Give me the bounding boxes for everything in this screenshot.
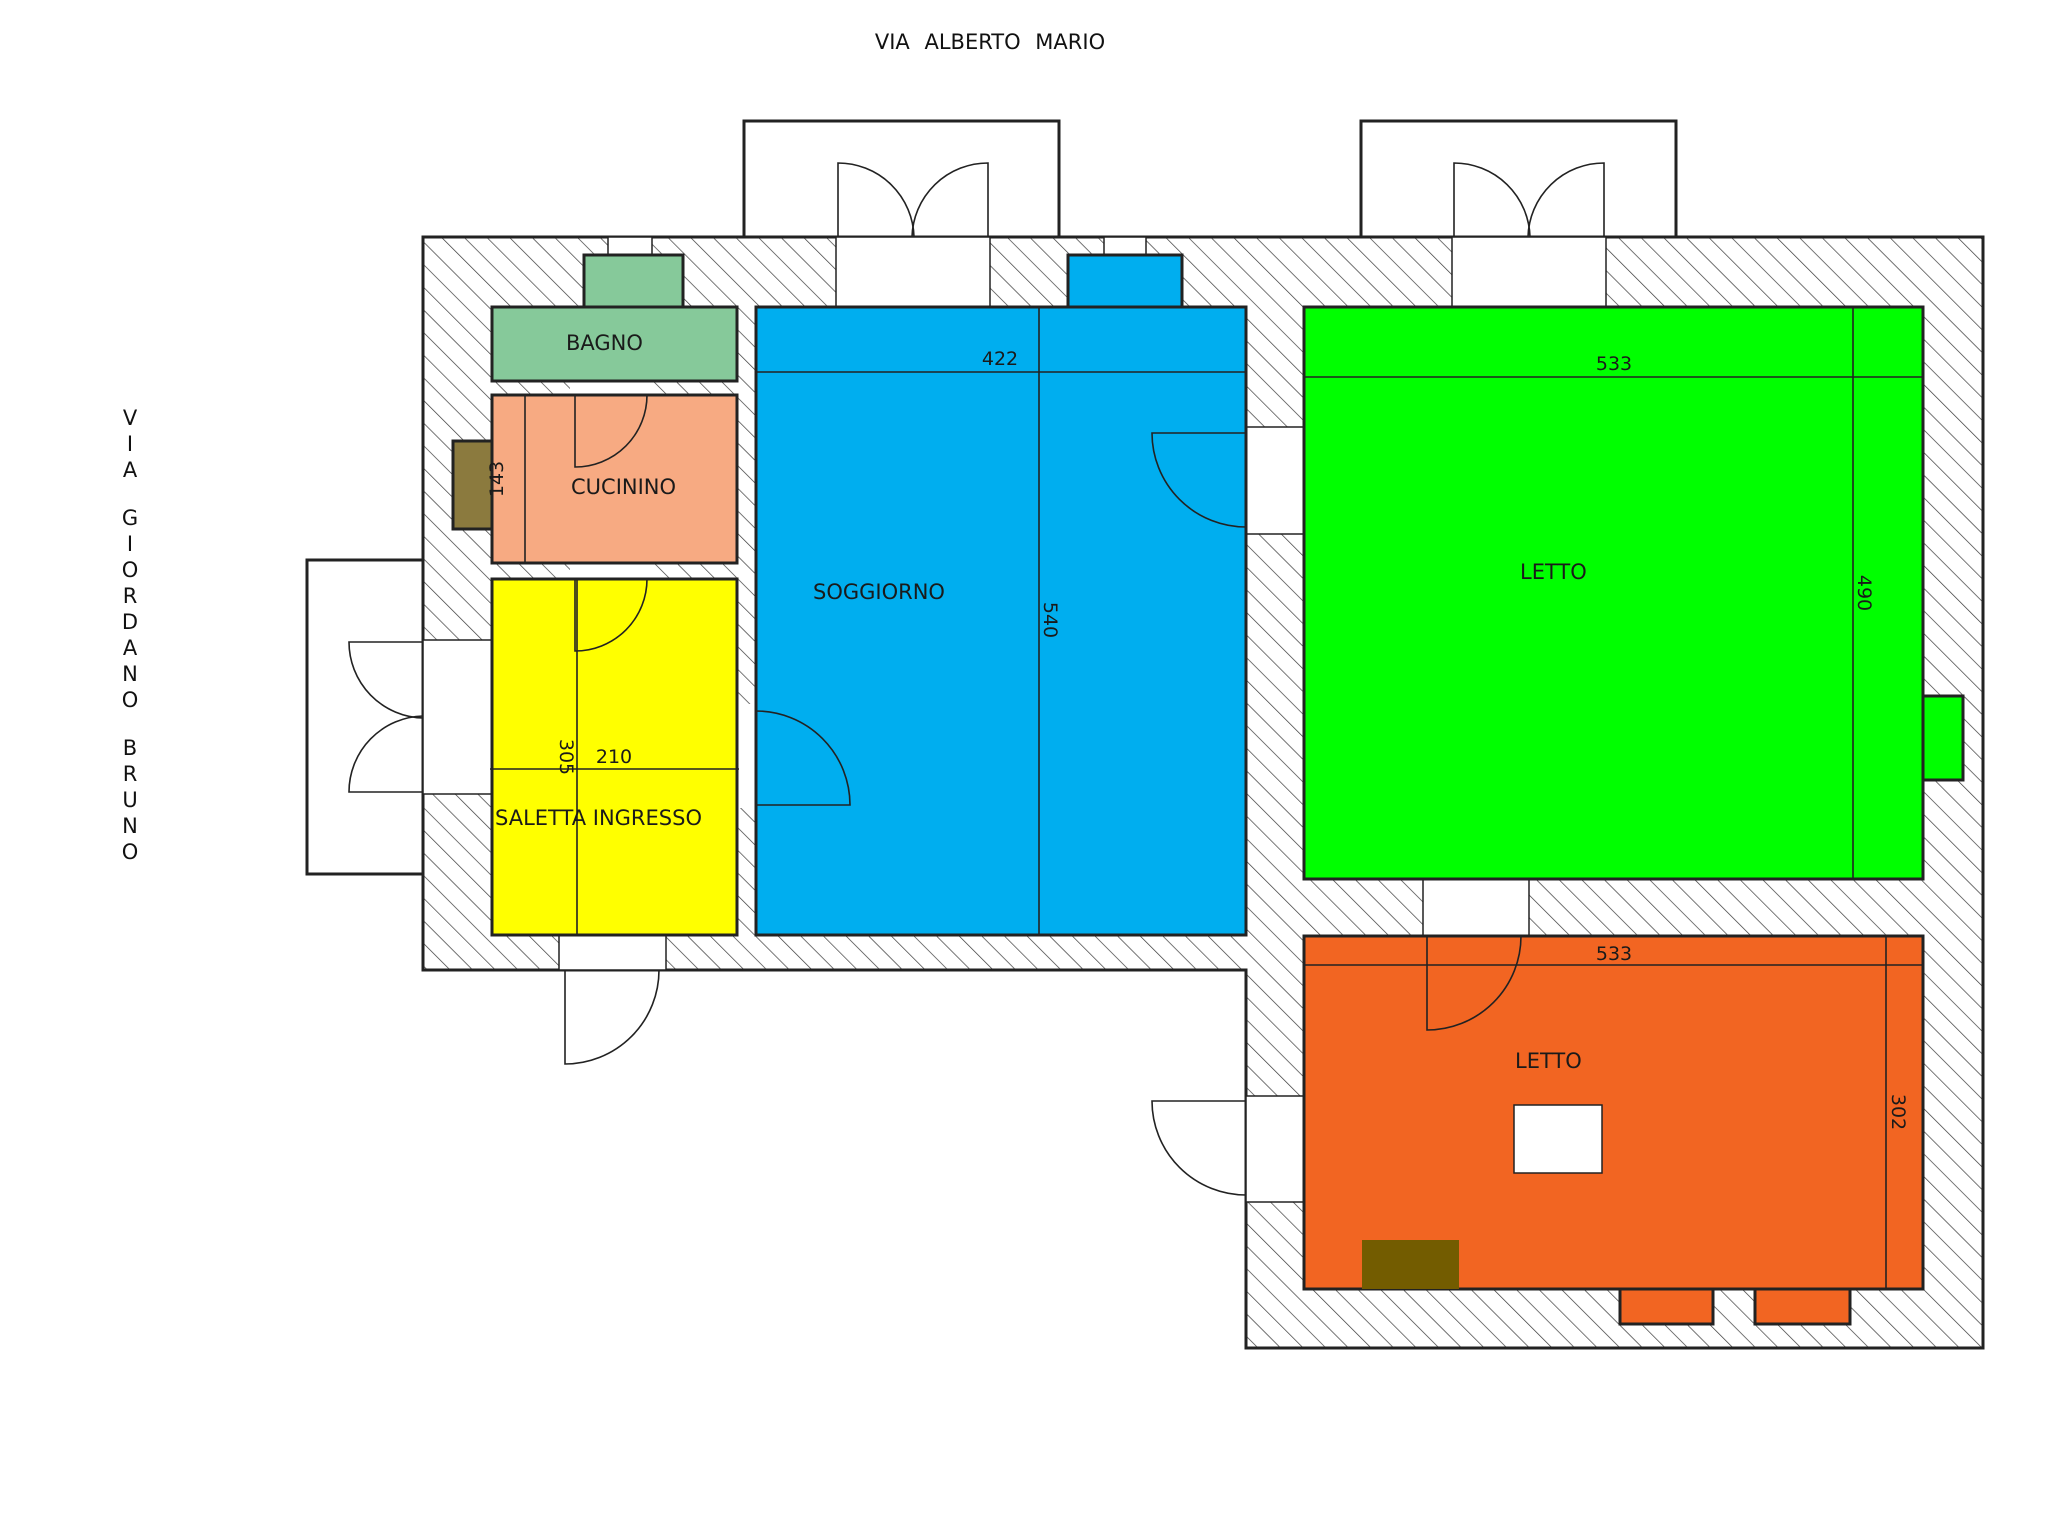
street-letter: R: [122, 762, 138, 786]
street-letter: O: [121, 558, 139, 582]
dim-cucinino-height: 143: [486, 461, 508, 497]
street-letter: O: [121, 840, 139, 864]
balcony-left: [305, 558, 425, 876]
fixture-letto2-radiator-2: [1753, 1287, 1852, 1326]
dim-soggiorno-height: 540: [1039, 602, 1061, 638]
door-opening-entrance: [558, 934, 667, 971]
opening-bagno-cucinino: [570, 381, 650, 395]
door-opening-letti: [1422, 878, 1530, 937]
room-letto-2: [1302, 934, 1925, 1291]
door-opening-soggiorno-letto: [1245, 426, 1305, 535]
street-letter: G: [121, 506, 139, 530]
street-letter: R: [122, 584, 138, 608]
opening-cucinino-saletta: [570, 563, 650, 579]
room-letto-1: [1302, 305, 1925, 881]
label-letto-2: LETTO: [1515, 1049, 1582, 1073]
room-soggiorno: [754, 305, 1248, 937]
door-opening-left-balcony: [422, 639, 494, 795]
dim-letto1-height: 490: [1853, 575, 1875, 611]
room-bagno: [490, 305, 739, 383]
door-opening-letto2-left: [1245, 1095, 1305, 1203]
door-swings: [348, 162, 1605, 1196]
label-cucinino: CUCININO: [571, 475, 676, 499]
street-letter: I: [126, 432, 134, 456]
door-opening-balcony-2: [1451, 236, 1607, 308]
street-label-top: VIA ALBERTO MARIO: [874, 30, 1106, 54]
street-letter: A: [122, 636, 138, 660]
street-letter: U: [122, 788, 138, 812]
dim-letto2-width: 533: [1596, 943, 1632, 965]
window-opening-bagno: [607, 236, 653, 256]
balcony-top-right: [1359, 119, 1678, 239]
street-letter: O: [121, 688, 139, 712]
dim-saletta-width: 210: [596, 746, 632, 768]
fixture-letto2-radiator-1: [1618, 1287, 1715, 1326]
room-cucinino: [490, 393, 739, 565]
room-saletta-ingresso: [490, 577, 739, 937]
fixture-soggiorno-radiator: [1066, 253, 1184, 309]
dimension-lines: [490, 307, 1923, 1289]
street-letter: I: [126, 532, 134, 556]
street-letter: A: [122, 458, 138, 482]
dim-soggiorno-width: 422: [982, 348, 1018, 370]
fixture-letto2-column: [1513, 1104, 1603, 1174]
street-letter: B: [122, 736, 138, 760]
street-letter: N: [122, 814, 138, 838]
window-opening-soggiorno: [1103, 236, 1147, 256]
fixture-letto1-radiator: [1921, 694, 1965, 782]
label-bagno: BAGNO: [566, 331, 643, 355]
street-letter: D: [121, 610, 139, 634]
door-opening-balcony-1: [835, 236, 991, 308]
fixture-cucinino-wall: [451, 439, 494, 531]
street-letter: N: [122, 662, 138, 686]
label-letto-1: LETTO: [1520, 560, 1587, 584]
balcony-top-left: [742, 119, 1061, 239]
label-saletta-ingresso: SALETTA INGRESSO: [495, 806, 702, 830]
street-letter: V: [122, 406, 138, 430]
label-soggiorno: SOGGIORNO: [813, 580, 945, 604]
dim-letto2-height: 302: [1887, 1094, 1909, 1130]
fixture-letto2-furniture: [1362, 1240, 1459, 1289]
fixture-bagno-window: [582, 253, 685, 309]
dim-letto1-width: 533: [1596, 353, 1632, 375]
opening-saletta-soggiorno: [738, 704, 756, 808]
dim-saletta-height: 305: [555, 739, 577, 775]
